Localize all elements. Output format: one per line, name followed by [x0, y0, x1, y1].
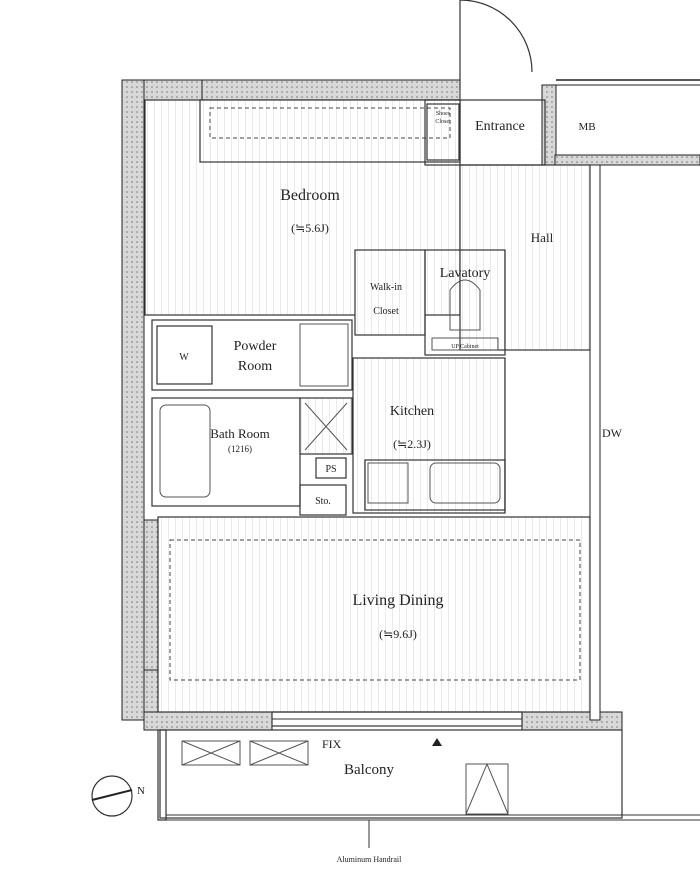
shoes-closet-label: Shoes	[436, 111, 451, 117]
living-dining-label: Living Dining	[352, 592, 443, 609]
balcony-area	[159, 729, 623, 819]
mb-label: MB	[578, 121, 595, 133]
walk-in-closet-label: Walk-in	[370, 282, 402, 293]
bath-room-size: (1216)	[228, 444, 252, 454]
kitchen-area	[352, 357, 506, 514]
handrail-label: Aluminum Handrail	[337, 855, 402, 864]
powder-room-label: Powder	[234, 339, 277, 354]
entrance-area	[424, 99, 546, 166]
powder-room-label-2: Room	[238, 359, 272, 374]
bedroom-label: Bedroom	[280, 187, 340, 204]
shoes-closet-label-2: Closet	[435, 119, 451, 125]
north-compass-icon	[91, 775, 133, 817]
ps-label: PS	[325, 464, 336, 475]
dw-label: DW	[602, 426, 623, 440]
living-dining-area	[157, 516, 591, 713]
entry-arrow-icon	[432, 738, 442, 746]
living-dining-size: (≒9.6J)	[379, 627, 417, 641]
kitchen-size: (≒2.3J)	[393, 437, 431, 451]
bath-room-label: Bath Room	[210, 426, 270, 441]
powder-room-area	[151, 319, 353, 391]
north-label: N	[137, 785, 145, 797]
up-cabinet-label: UP Cabinet	[451, 344, 479, 350]
fix-label: FIX	[322, 737, 342, 751]
hall-label: Hall	[531, 230, 554, 245]
lavatory-label: Lavatory	[440, 266, 491, 281]
storage-label: Sto.	[315, 496, 331, 507]
washer-label: W	[179, 352, 189, 363]
balcony-label: Balcony	[344, 762, 394, 778]
bath-room-area	[151, 397, 301, 507]
entrance-label: Entrance	[475, 119, 525, 134]
hall-area	[459, 164, 591, 351]
shoes-closet-area	[426, 103, 460, 161]
walk-in-closet-label-2: Closet	[373, 306, 399, 317]
bedroom-size: (≒5.6J)	[291, 221, 329, 235]
lavatory-area	[424, 249, 506, 356]
kitchen-label: Kitchen	[390, 404, 434, 419]
